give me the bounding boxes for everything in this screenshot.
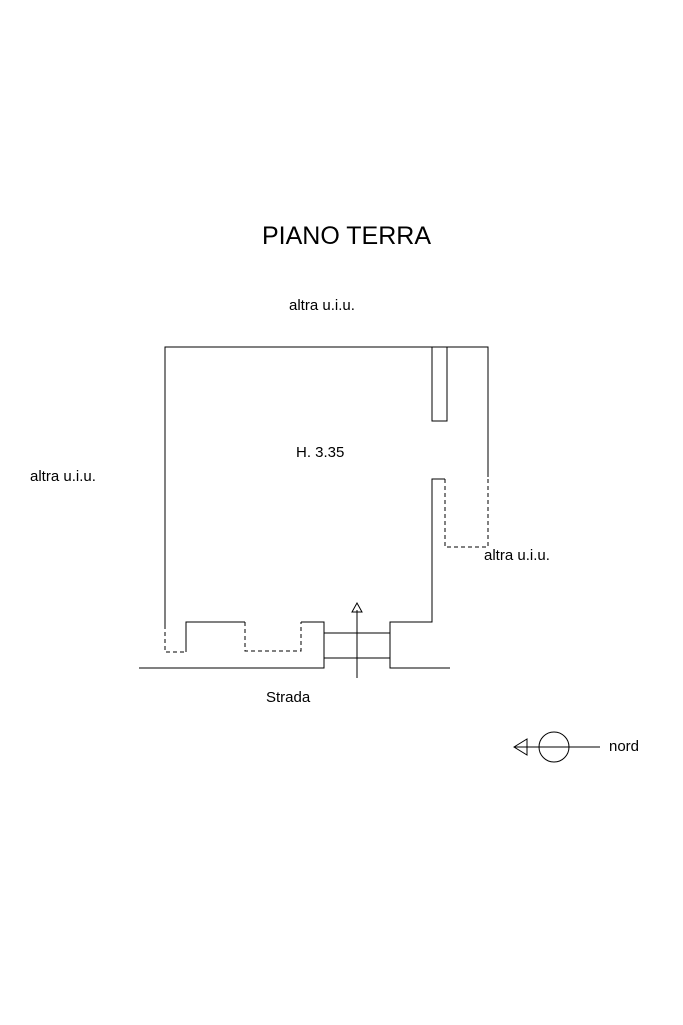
north-arrow-icon <box>513 731 600 763</box>
dashed-walls <box>164 477 489 653</box>
label-top-neighbor: altra u.i.u. <box>289 297 355 314</box>
arrow-head-icon <box>351 601 363 613</box>
walls <box>139 346 489 669</box>
pillar <box>431 346 448 422</box>
room-height-label: H. 3.35 <box>296 444 345 461</box>
entrance-door <box>324 601 390 678</box>
label-left-neighbor: altra u.i.u. <box>30 468 96 485</box>
street-label: Strada <box>266 689 311 706</box>
plan-title: PIANO TERRA <box>262 222 432 250</box>
label-right-neighbor: altra u.i.u. <box>484 547 550 564</box>
north-label: nord <box>609 738 640 755</box>
